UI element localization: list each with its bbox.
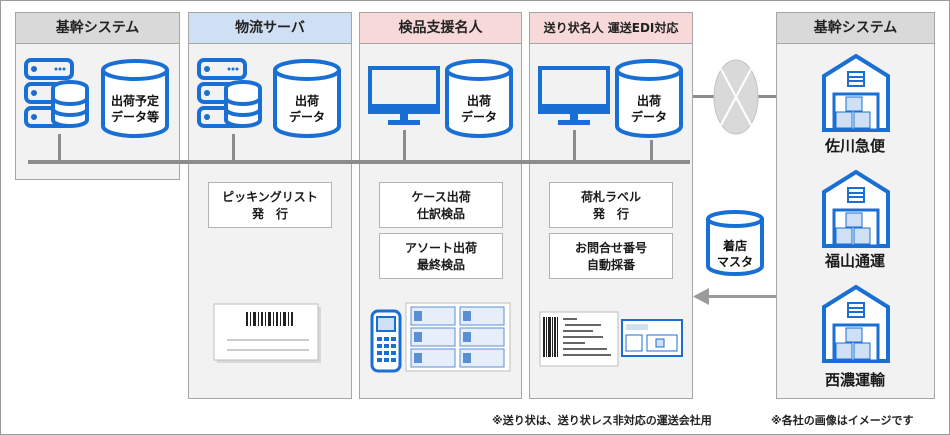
picking-list-paper-icon bbox=[213, 303, 321, 363]
assort-shipment-line2: 最終検品 bbox=[416, 258, 465, 272]
picking-list-box: ピッキングリスト 発 行 bbox=[208, 182, 332, 228]
master-label-line2: マスタ bbox=[716, 255, 753, 269]
return-arrow-line bbox=[702, 295, 777, 298]
data-cylinder-icon bbox=[273, 59, 341, 138]
right-panel-title: 基幹システム bbox=[777, 13, 934, 44]
database-icon bbox=[224, 80, 262, 128]
network-drop-line bbox=[650, 140, 653, 161]
link-line bbox=[757, 95, 777, 98]
cylinder-label-line1: 出荷 bbox=[294, 94, 319, 108]
footnote-images: ※各社の画像はイメージです bbox=[771, 414, 914, 427]
cylinder-label-line1: 出荷 bbox=[636, 94, 661, 108]
inquiry-number-line2: 自動採番 bbox=[586, 258, 635, 272]
picking-list-line2: 発 行 bbox=[251, 207, 288, 221]
network-bus-line bbox=[28, 160, 690, 164]
logistics-panel-title: 物流サーバ bbox=[189, 13, 351, 44]
master-data-cylinder-icon bbox=[706, 210, 764, 276]
database-icon bbox=[51, 80, 89, 128]
link-line bbox=[693, 95, 715, 98]
company-fukuyama: 福山通運 bbox=[824, 252, 885, 270]
arrow-left-icon bbox=[693, 288, 709, 305]
footnote-waybill: ※送り状は、送り状レス非対応の運送会社用 bbox=[492, 414, 712, 427]
cylinder-label-line1: 出荷予定 bbox=[110, 94, 159, 108]
cylinder-label-line2: データ bbox=[460, 110, 497, 124]
data-cylinder-icon bbox=[101, 59, 169, 138]
warehouse-icon bbox=[822, 284, 890, 363]
network-drop-line bbox=[403, 130, 406, 161]
logistics-cylinder-label: 出荷 データ bbox=[272, 93, 342, 125]
data-cylinder-icon bbox=[615, 59, 683, 138]
cylinder-label-line1: 出荷 bbox=[466, 94, 491, 108]
left-panel-title: 基幹システム bbox=[16, 13, 179, 44]
data-cylinder-icon bbox=[445, 59, 513, 138]
master-label-line1: 着店 bbox=[722, 239, 747, 253]
tag-label-box: 荷札ラベル 発 行 bbox=[549, 182, 673, 228]
cylinder-label-line2: データ bbox=[630, 110, 667, 124]
cylinder-label-line2: データ bbox=[288, 110, 325, 124]
network-drop-line bbox=[232, 134, 235, 161]
picking-list-line1: ピッキングリスト bbox=[222, 190, 318, 204]
company-seino: 西濃運輸 bbox=[824, 371, 885, 389]
case-shipment-line2: 仕訳検品 bbox=[416, 207, 465, 221]
left-cylinder-label: 出荷予定 データ等 bbox=[100, 93, 170, 125]
warehouse-icon bbox=[822, 169, 890, 248]
monitor-icon bbox=[538, 66, 610, 125]
shipping-labels-sheet-icon bbox=[405, 302, 511, 372]
network-hub-icon bbox=[713, 59, 759, 135]
inspection-cylinder-label: 出荷 データ bbox=[444, 93, 514, 125]
warehouse-icon bbox=[822, 53, 890, 132]
network-drop-line bbox=[58, 134, 61, 161]
master-cylinder-label: 着店 マスタ bbox=[705, 238, 765, 270]
network-drop-line bbox=[573, 130, 576, 161]
assort-shipment-box: アソート出荷 最終検品 bbox=[379, 233, 503, 279]
tag-label-line2: 発 行 bbox=[592, 207, 629, 221]
edi-slip-icon bbox=[621, 319, 683, 357]
inspection-panel-title: 検品支援名人 bbox=[360, 13, 521, 44]
tag-label-line1: 荷札ラベル bbox=[580, 190, 641, 204]
monitor-icon bbox=[368, 66, 440, 125]
waybill-label-icon bbox=[539, 311, 619, 367]
company-sagawa: 佐川急便 bbox=[824, 137, 885, 155]
inquiry-number-line1: お問合せ番号 bbox=[574, 241, 647, 255]
cylinder-label-line2: データ等 bbox=[110, 110, 159, 124]
invoice-cylinder-label: 出荷 データ bbox=[614, 93, 684, 125]
case-shipment-box: ケース出荷 仕訳検品 bbox=[379, 182, 503, 228]
invoice-panel-title: 送り状名人 運送EDI対応 bbox=[530, 13, 692, 44]
assort-shipment-line1: アソート出荷 bbox=[404, 241, 477, 255]
handheld-scanner-icon bbox=[370, 309, 402, 373]
case-shipment-line1: ケース出荷 bbox=[411, 190, 471, 204]
inquiry-number-box: お問合せ番号 自動採番 bbox=[549, 233, 673, 279]
